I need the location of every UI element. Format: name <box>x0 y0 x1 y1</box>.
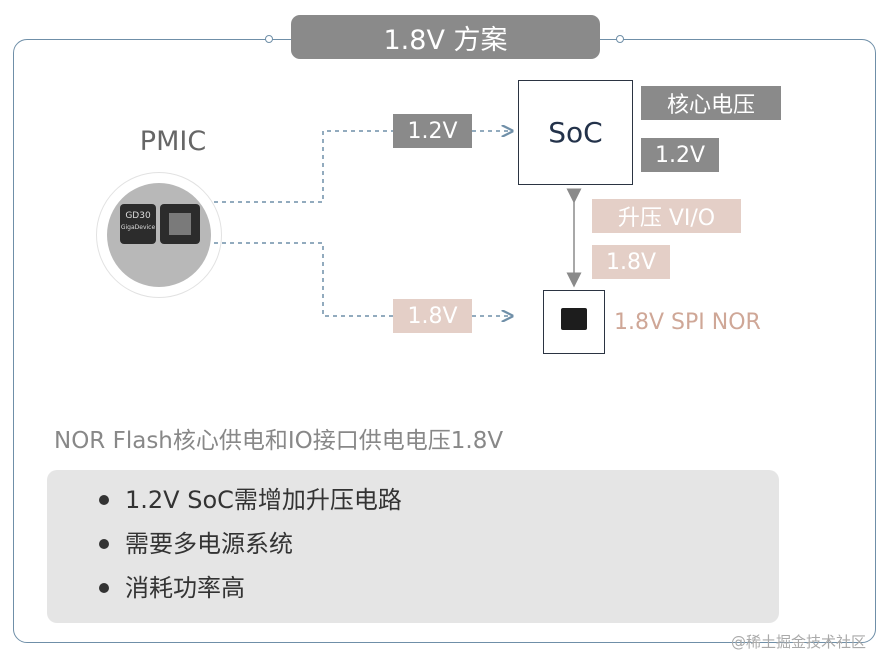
summary-bullet: 消耗功率高 <box>97 566 402 610</box>
vio-voltage-tag: 1.8V <box>592 245 670 279</box>
boost-vio-tag: 升压 VI/O <box>592 199 741 233</box>
voltage-note: NOR Flash核心供电和IO接口供电电压1.8V <box>54 428 504 454</box>
frame-connector-dot-right <box>616 35 624 43</box>
frame-connector-dot-left <box>265 35 273 43</box>
nor-flash-label: 1.8V SPI NOR <box>614 310 761 335</box>
pmic-chip-image: GD30 GigaDevice <box>120 204 156 244</box>
summary-bullet: 1.2V SoC需增加升压电路 <box>97 478 402 522</box>
pmic-label: PMIC <box>139 126 207 157</box>
diagram-title: 1.8V 方案 <box>291 15 600 59</box>
soc-core-voltage-value-tag: 1.2V <box>641 138 719 172</box>
pmic-to-nor-line <box>214 242 393 317</box>
pmic-chip-marking-bottom: GigaDevice <box>120 224 156 231</box>
summary-panel <box>47 470 779 623</box>
pmic-to-soc-line <box>214 130 393 203</box>
pmic-to-nor-voltage-tag: 1.8V <box>393 299 472 333</box>
pmic-outer-ring <box>96 172 222 298</box>
nor-flash-chip-image <box>561 308 587 330</box>
summary-bullet: 需要多电源系统 <box>97 522 402 566</box>
soc-core-voltage-tag: 核心电压 <box>641 86 781 120</box>
pmic-to-soc-voltage-tag: 1.2V <box>393 114 472 148</box>
soc-label: SoC <box>548 116 603 149</box>
soc-block: SoC <box>518 80 633 185</box>
pmic-qfn-chip-image <box>160 204 200 244</box>
pmic-chip-marking-top: GD30 <box>125 211 151 221</box>
summary-list: 1.2V SoC需增加升压电路 需要多电源系统 消耗功率高 <box>97 478 402 610</box>
watermark: @稀土掘金技术社区 <box>731 633 867 651</box>
nor-flash-block <box>543 290 605 354</box>
